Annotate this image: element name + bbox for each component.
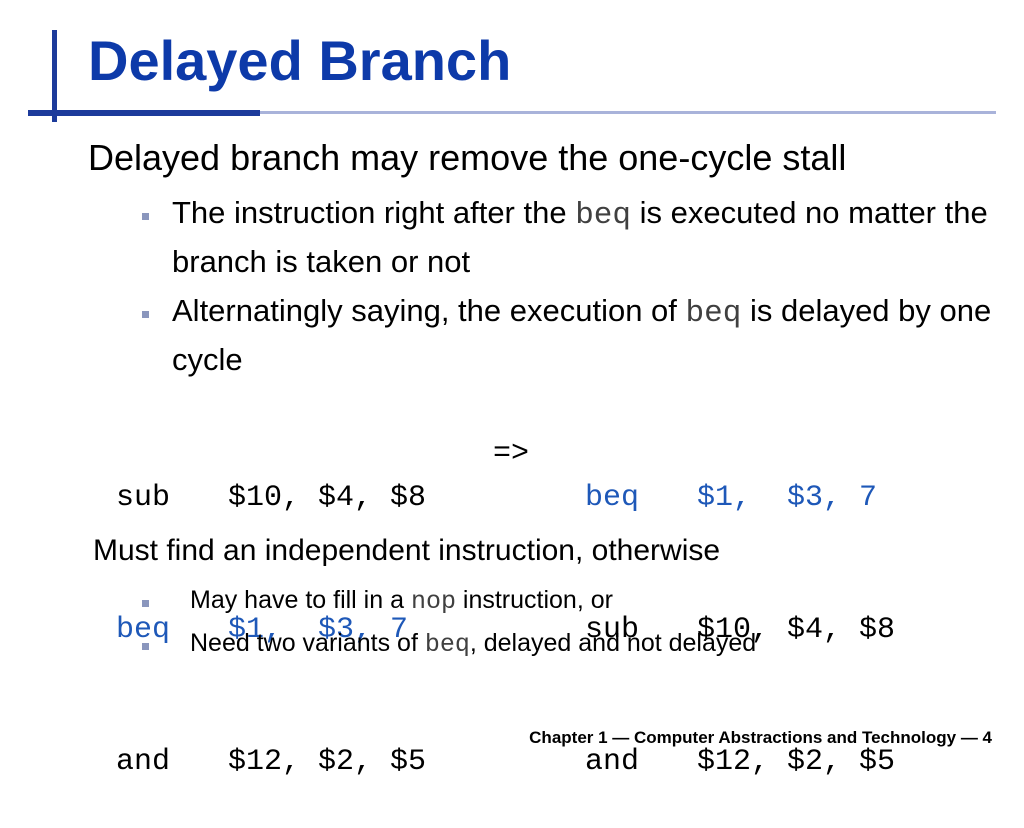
code-args: $12, $2, $5	[228, 745, 427, 779]
code-args: $12, $2, $5	[697, 745, 896, 779]
transform-arrow: =>	[493, 437, 530, 471]
sub-point-2-text-before: Alternatingly saying, the execution of	[172, 293, 686, 328]
second-sub-point-1-text-before: May have to fill in a	[190, 586, 411, 614]
code-line-branch: beq $1, $3, 7	[116, 608, 426, 652]
second-sub-point-1-text-after: instruction, or	[455, 586, 613, 614]
main-point: Delayed branch may remove the one-cycle …	[88, 137, 847, 178]
code-opcode: beq	[585, 481, 640, 515]
sub-point-2-code: beq	[685, 296, 742, 331]
second-sub-point-2: Need two variants of beq, delayed and no…	[190, 626, 756, 662]
bullet-square-icon	[142, 600, 149, 607]
second-point: Must find an independent instruction, ot…	[93, 534, 721, 567]
slide-title: Delayed Branch	[88, 29, 512, 92]
sub-point-2: Alternatingly saying, the execution of b…	[172, 288, 1024, 383]
code-line: sub $10, $4, $8	[585, 608, 895, 652]
code-block-original: sub $10, $4, $8 beq $1, $3, 7 and $12, $2, …	[116, 388, 426, 828]
second-sub-point-2-code: beq	[424, 630, 470, 659]
bullet-square-icon	[142, 213, 149, 220]
title-accent-horizontal-bar	[28, 110, 260, 116]
code-block-delayed: beq$1, $3, 7 sub$10, $4, $8 and$12, $2, …	[585, 388, 895, 828]
sub-point-1: The instruction right after the beq is e…	[172, 190, 1024, 285]
code-opcode: sub	[585, 613, 640, 647]
code-args: $1, $3, 7	[697, 481, 878, 515]
code-line: sub $10, $4, $8	[116, 476, 426, 520]
code-opcode: sub	[116, 481, 171, 515]
second-sub-point-2-text-after: , delayed and not delayed	[469, 629, 757, 657]
sub-point-1-text-before: The instruction right after the	[172, 195, 576, 230]
second-sub-point-1: May have to fill in a nop instruction, o…	[190, 583, 613, 619]
bullet-square-icon	[142, 311, 149, 318]
code-args: $1, $3, 7	[228, 613, 409, 647]
code-line: and $12, $2, $5	[116, 740, 426, 784]
slide-footer: Chapter 1 — Computer Abstractions and Te…	[529, 728, 992, 747]
code-opcode: and	[116, 745, 171, 779]
second-sub-point-1-code: nop	[410, 587, 456, 616]
sub-point-1-text-after: is executed no matter the branch is take…	[172, 195, 988, 279]
code-line-branch: beq $1, $3, 7	[585, 476, 895, 520]
code-opcode: beq	[116, 613, 171, 647]
code-args: $10, $4, $8	[228, 481, 427, 515]
sub-point-1-code: beq	[575, 198, 632, 233]
title-divider-line	[260, 111, 996, 114]
bullet-square-icon	[142, 643, 149, 650]
title-accent-vertical-bar	[52, 30, 57, 122]
second-sub-point-2-text-before: Need two variants of	[190, 629, 425, 657]
code-args: $10, $4, $8	[697, 613, 896, 647]
sub-point-2-text-after: is delayed by one cycle	[172, 293, 992, 377]
